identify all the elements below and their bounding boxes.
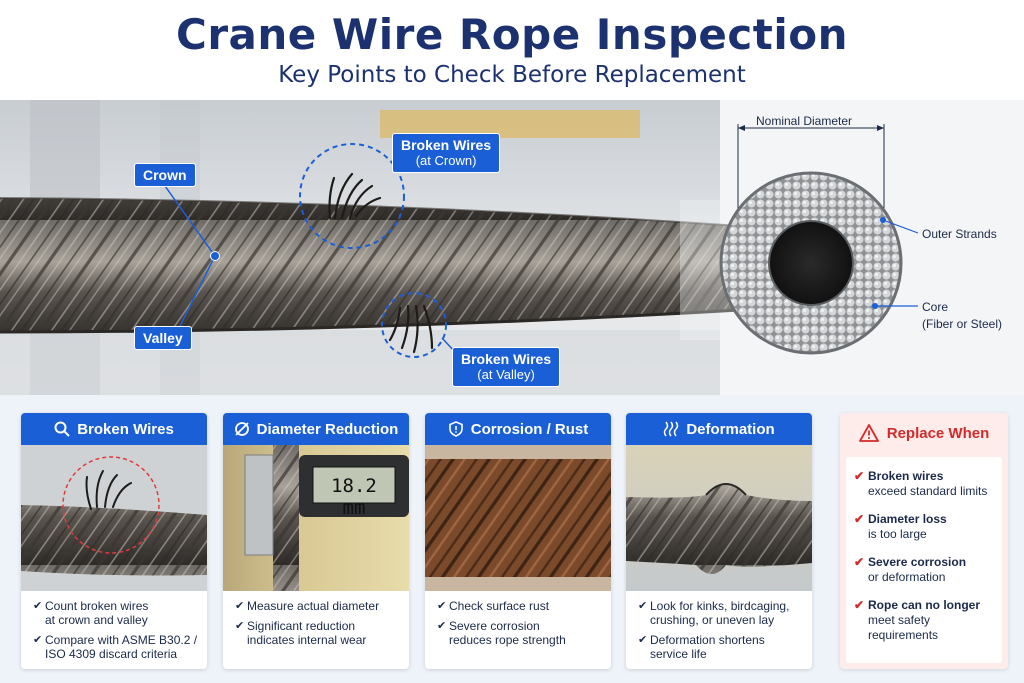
core-label: Core <box>922 300 949 314</box>
replace-title: Replace When <box>886 424 990 442</box>
valley-label: Valley <box>143 330 183 346</box>
warning-icon <box>858 424 879 442</box>
shield-icon <box>448 421 463 437</box>
crown-callout: Crown <box>134 163 196 187</box>
card-photo <box>626 445 812 591</box>
broken-valley-sub: (at Valley) <box>477 367 535 382</box>
check-icon: ✔ <box>33 600 43 612</box>
card-header: Deformation <box>626 413 812 445</box>
list-item: ✔Compare with ASME B30.2 /ISO 4309 disca… <box>33 633 198 661</box>
nominal-diameter-label: Nominal Diameter <box>756 114 853 128</box>
card-title: Corrosion / Rust <box>470 420 589 438</box>
card-photo <box>21 445 207 591</box>
check-icon: ✔ <box>854 469 865 483</box>
card-corrosion-rust: Corrosion / Rust ✔Check surface rust ✔Se… <box>425 413 611 669</box>
check-icon: ✔ <box>235 620 245 632</box>
broken-valley-title: Broken Wires <box>461 351 552 367</box>
card-photo: 18.2 mm <box>223 445 409 591</box>
core-sub-label: (Fiber or Steel) <box>922 317 1003 331</box>
check-icon: ✔ <box>235 600 245 612</box>
check-icon: ✔ <box>638 600 648 612</box>
card-title: Diameter Reduction <box>256 420 399 438</box>
card-photo <box>425 445 611 591</box>
check-icon: ✔ <box>854 555 865 569</box>
check-icon: ✔ <box>437 620 447 632</box>
card-checklist: ✔Measure actual diameter ✔Significant re… <box>223 591 409 647</box>
replace-header: Replace When <box>840 413 1008 453</box>
page-subtitle: Key Points to Check Before Replacement <box>278 62 746 88</box>
page-title: Crane Wire Rope Inspection <box>176 10 848 59</box>
check-icon: ✔ <box>437 600 447 612</box>
card-header: Diameter Reduction <box>223 413 409 445</box>
check-icon: ✔ <box>854 512 865 526</box>
list-item: ✔Measure actual diameter <box>235 599 380 613</box>
card-deformation: Deformation ✔Look for kinks, birdcaging,… <box>626 413 812 669</box>
check-icon: ✔ <box>638 634 648 646</box>
outer-strands-label: Outer Strands <box>922 227 997 241</box>
card-checklist: ✔Look for kinks, birdcaging,crushing, or… <box>626 591 812 661</box>
broken-crown-title: Broken Wires <box>401 137 492 153</box>
deformation-icon <box>664 421 679 437</box>
crown-label: Crown <box>143 167 187 183</box>
magnifier-icon <box>54 421 70 437</box>
rope-illustration <box>0 100 1024 395</box>
broken-crown-sub: (at Crown) <box>415 153 477 168</box>
caliper-reading: 18.2 mm <box>331 475 377 519</box>
hero-illustration: Crown Valley Broken Wires (at Crown) Bro… <box>0 100 1024 395</box>
list-item: ✔Look for kinks, birdcaging,crushing, or… <box>638 599 790 627</box>
card-diameter-reduction: Diameter Reduction 18.2 mm ✔Measure actu… <box>223 413 409 669</box>
card-title: Broken Wires <box>77 420 174 438</box>
list-item: ✔Check surface rust <box>437 599 550 613</box>
card-title: Deformation <box>686 420 775 438</box>
card-header: Corrosion / Rust <box>425 413 611 445</box>
check-icon: ✔ <box>854 598 865 612</box>
card-header: Broken Wires <box>21 413 207 445</box>
valley-callout: Valley <box>134 326 192 350</box>
broken-wires-crown-callout: Broken Wires (at Crown) <box>392 133 501 173</box>
check-icon: ✔ <box>33 634 43 646</box>
diameter-icon <box>234 422 249 436</box>
broken-wires-valley-callout: Broken Wires (at Valley) <box>452 347 561 387</box>
